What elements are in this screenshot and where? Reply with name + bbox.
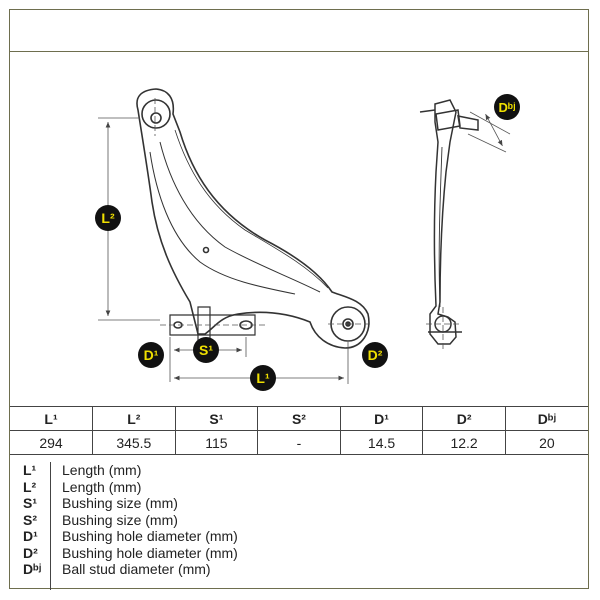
table-header-row: L¹ L² S¹ S² D¹ D² Dᵇʲ <box>10 406 588 431</box>
legend-item: D² Bushing hole diameter (mm) <box>10 545 588 562</box>
control-arm-side-view <box>419 99 479 345</box>
badge-dbj-label: Dᵇʲ <box>499 100 516 115</box>
badge-d1-label: D¹ <box>144 347 159 363</box>
legend-key: D² <box>23 544 38 561</box>
spec-table: L¹ L² S¹ S² D¹ D² Dᵇʲ 294 345.5 115 - 14… <box>10 406 588 455</box>
control-arm-drawing: L² S¹ D¹ L¹ D² Dᵇʲ <box>95 88 520 391</box>
value-s1: 115 <box>174 430 259 455</box>
badge-d1: D¹ <box>138 342 164 368</box>
legend-text: Length (mm) <box>62 478 142 495</box>
table-value-row: 294 345.5 115 - 14.5 12.2 20 <box>10 430 588 455</box>
legend-key: S¹ <box>23 495 37 512</box>
legend-item: D¹ Bushing hole diameter (mm) <box>10 528 588 545</box>
legend-text: Length (mm) <box>62 462 142 479</box>
col-header-d2: D² <box>422 406 506 431</box>
badge-l1: L¹ <box>250 365 276 391</box>
col-header-l1: L¹ <box>10 406 94 431</box>
dimension-lines-side <box>426 111 511 352</box>
col-header-dbj: Dᵇʲ <box>504 406 588 431</box>
value-s2: - <box>257 430 341 455</box>
legend-item: L² Length (mm) <box>10 479 588 496</box>
spec-sheet: L² S¹ D¹ L¹ D² Dᵇʲ <box>9 9 589 590</box>
badge-l2-label: L² <box>101 210 115 226</box>
badge-s1: S¹ <box>193 337 219 363</box>
legend-item: S² Bushing size (mm) <box>10 512 588 529</box>
legend-item: L¹ Length (mm) <box>10 462 588 479</box>
badge-l2: L² <box>95 205 121 231</box>
legend-key: L¹ <box>23 462 37 479</box>
legend-item: S¹ Bushing size (mm) <box>10 495 588 512</box>
badge-d2-label: D² <box>368 347 383 363</box>
legend-text: Bushing size (mm) <box>62 495 178 512</box>
header-bar <box>10 10 588 52</box>
control-arm-front-view <box>136 88 370 349</box>
badge-d2: D² <box>362 342 388 368</box>
col-header-d1: D¹ <box>339 406 424 431</box>
legend-item: Dᵇʲ Ball stud diameter (mm) <box>10 561 588 578</box>
legend: L¹ Length (mm) L² Length (mm) S¹ Bushing… <box>10 462 588 590</box>
col-header-l2: L² <box>92 406 176 431</box>
badge-s1-label: S¹ <box>199 342 213 358</box>
legend-key: S² <box>23 511 37 528</box>
value-l1: 294 <box>10 430 94 455</box>
legend-text: Ball stud diameter (mm) <box>62 561 211 578</box>
legend-divider <box>50 462 51 590</box>
badge-dbj: Dᵇʲ <box>494 94 520 120</box>
legend-text: Bushing size (mm) <box>62 511 178 528</box>
technical-drawing: L² S¹ D¹ L¹ D² Dᵇʲ <box>10 52 588 407</box>
legend-key: L² <box>23 478 37 495</box>
value-dbj: 20 <box>504 430 588 455</box>
value-l2: 345.5 <box>92 430 176 455</box>
col-header-s2: S² <box>257 406 341 431</box>
value-d1: 14.5 <box>339 430 424 455</box>
badge-l1-label: L¹ <box>256 370 270 386</box>
legend-key: D¹ <box>23 528 38 545</box>
legend-text: Bushing hole diameter (mm) <box>62 528 238 545</box>
legend-key: Dᵇʲ <box>23 561 42 578</box>
legend-text: Bushing hole diameter (mm) <box>62 544 238 561</box>
value-d2: 12.2 <box>422 430 506 455</box>
col-header-s1: S¹ <box>174 406 259 431</box>
dimension-lines-front <box>98 98 370 384</box>
